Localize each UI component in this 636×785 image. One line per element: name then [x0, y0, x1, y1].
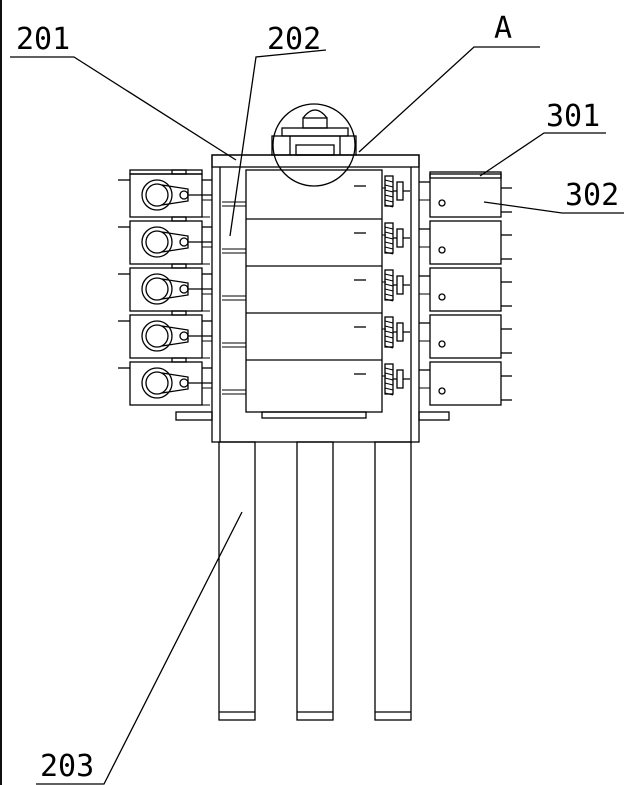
- leader-203: [36, 512, 242, 784]
- right-units: [419, 172, 512, 420]
- label-202: 202: [267, 22, 321, 57]
- right-unit: [419, 174, 512, 217]
- leader-lines: [10, 47, 624, 784]
- right-unit: [419, 221, 512, 264]
- left-units: [118, 170, 212, 420]
- hole-icon: [439, 294, 445, 300]
- roller-assembly: [382, 317, 410, 348]
- left-unit: [118, 217, 212, 264]
- leg-right: [375, 442, 411, 720]
- leader-a: [359, 47, 540, 152]
- roller-assembly: [382, 223, 410, 254]
- roller-assembly: [382, 176, 410, 207]
- right-unit: [419, 362, 512, 405]
- left-unit: [118, 264, 212, 311]
- label-a: A: [494, 11, 512, 46]
- right-unit: [419, 268, 512, 311]
- label-302: 302: [565, 178, 619, 213]
- hole-icon: [439, 341, 445, 347]
- label-203: 203: [40, 749, 94, 784]
- leg-left: [219, 442, 255, 720]
- roller-assembly: [382, 270, 410, 301]
- left-unit: [118, 358, 212, 405]
- hole-icon: [439, 247, 445, 253]
- left-unit: [118, 170, 212, 217]
- leader-202: [230, 50, 326, 236]
- leader-201: [10, 57, 236, 160]
- label-201: 201: [16, 22, 70, 57]
- roller-assembly: [382, 364, 410, 395]
- left-unit: [118, 311, 212, 358]
- leader-301: [480, 133, 606, 176]
- right-unit: [419, 315, 512, 358]
- hole-icon: [439, 200, 445, 206]
- label-301: 301: [546, 99, 600, 134]
- leg-middle: [297, 442, 333, 720]
- support-legs: [219, 442, 411, 720]
- hole-icon: [439, 388, 445, 394]
